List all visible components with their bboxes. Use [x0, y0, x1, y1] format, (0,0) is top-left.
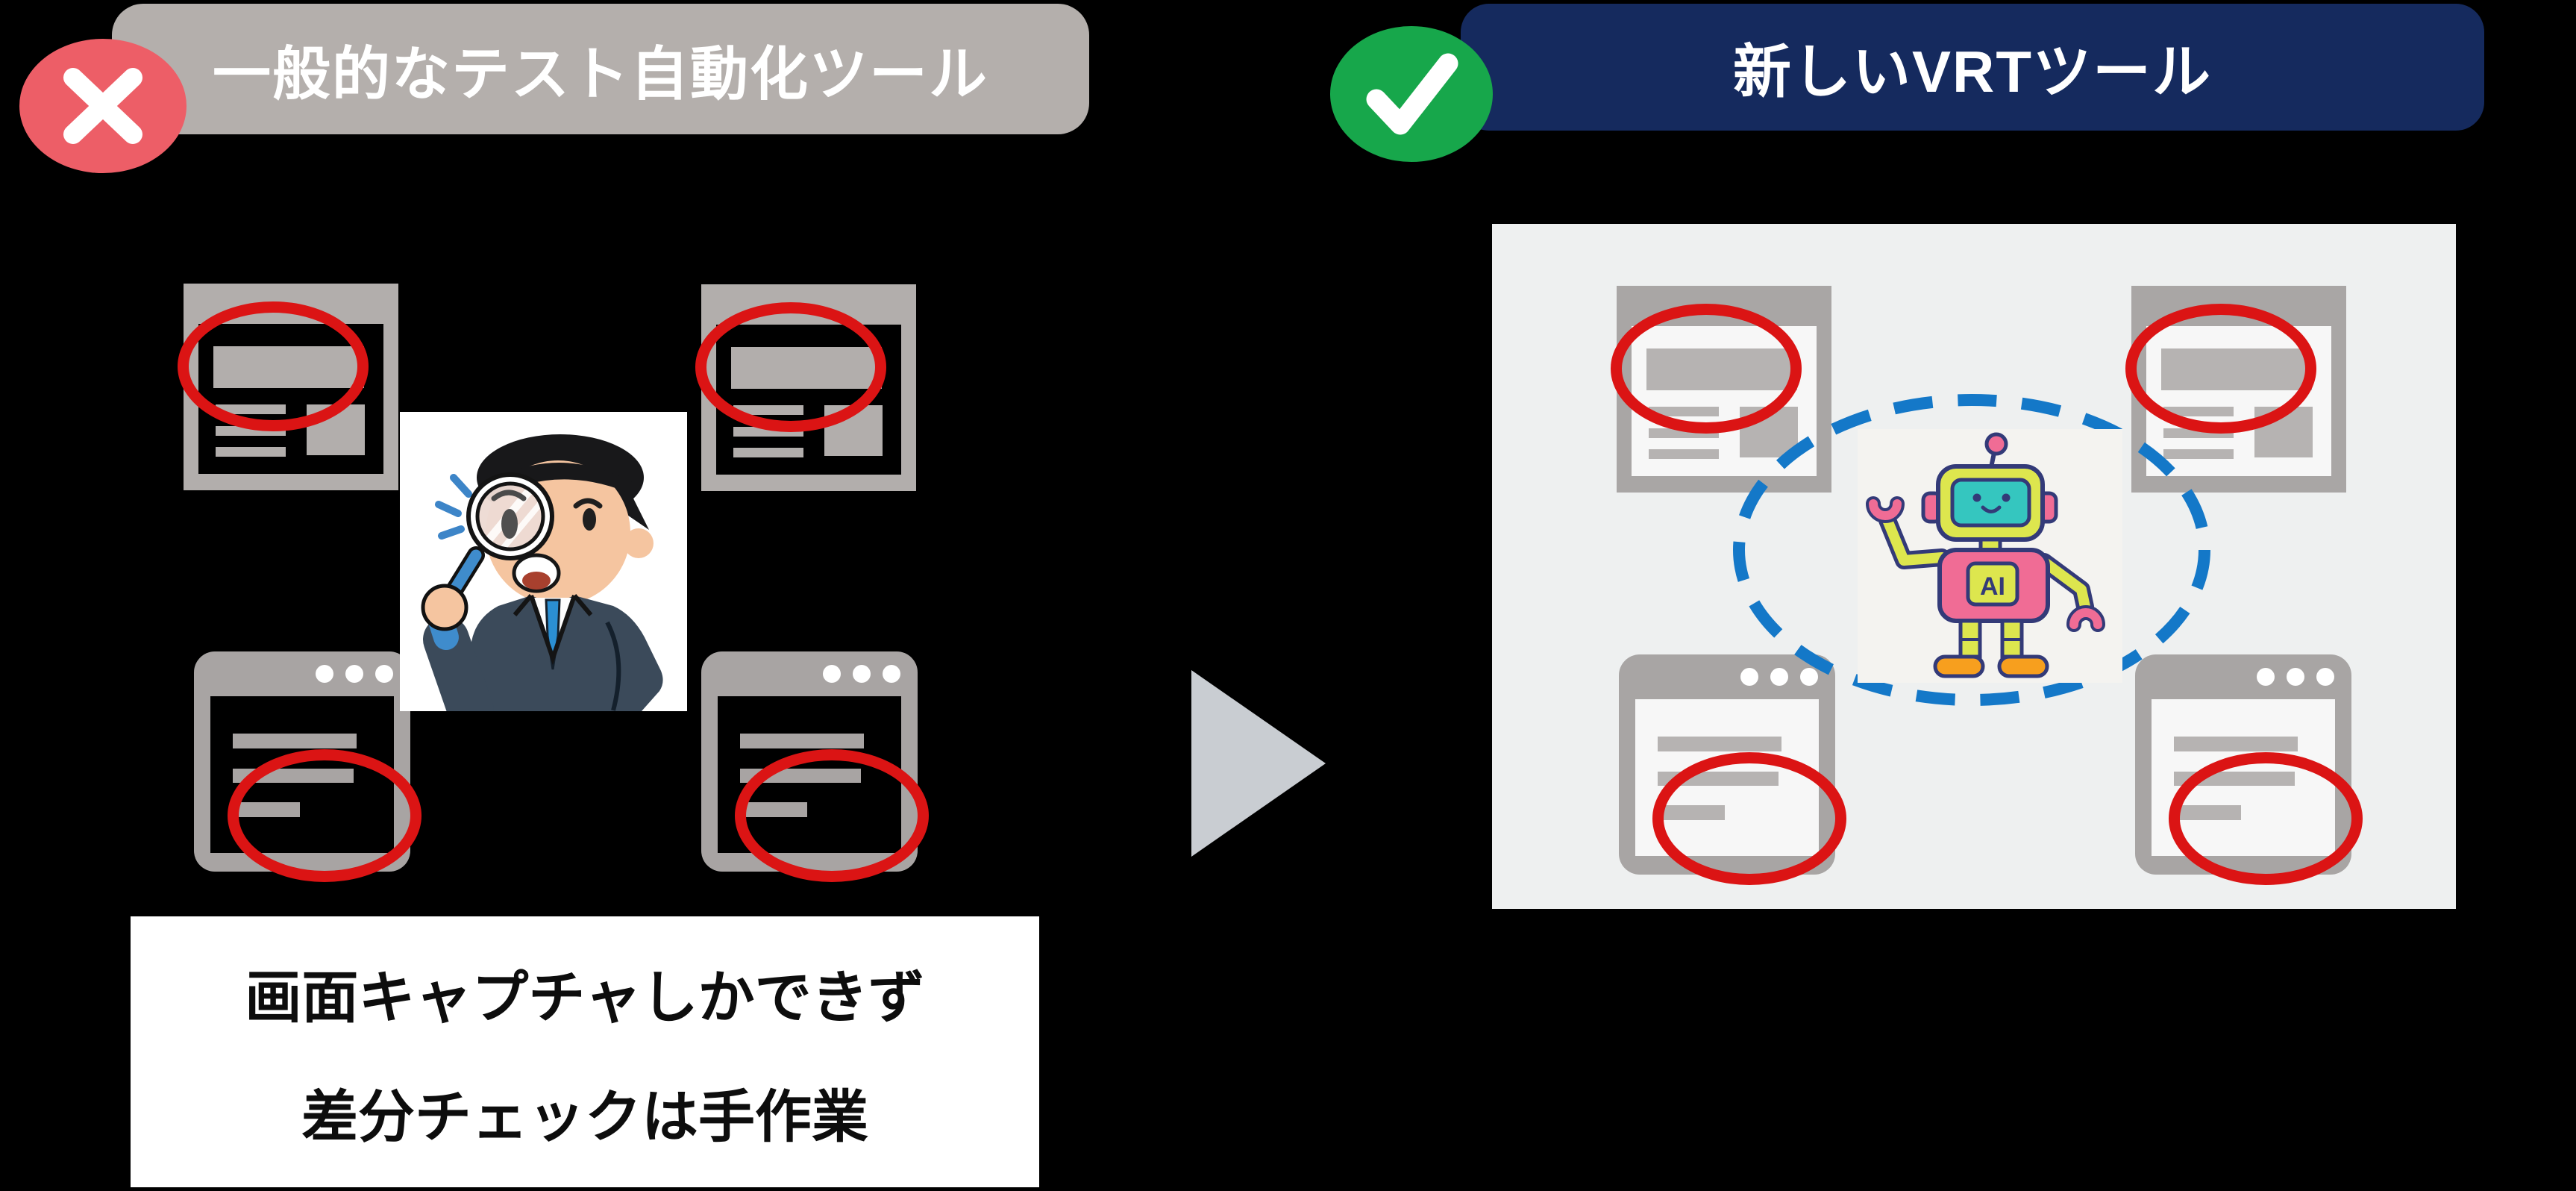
text-line	[233, 734, 357, 748]
document-thumbnail	[2125, 286, 2346, 493]
left-section-header: 一般的なテスト自動化ツール	[112, 4, 1089, 134]
window-dot	[883, 665, 900, 683]
check-icon	[1366, 53, 1458, 135]
document-thumbnail	[695, 284, 916, 491]
caption-line-2: 差分チェックは手作業	[301, 1085, 868, 1149]
window-dot	[2287, 668, 2304, 686]
text-line	[740, 734, 864, 748]
transition-arrow	[1191, 670, 1326, 857]
ai-robot-illustration: AI	[1858, 429, 2122, 683]
right-section-title: 新しいVRTツール	[1732, 39, 2212, 104]
diff-highlight-ring	[735, 749, 929, 882]
ai-label: AI	[1980, 572, 2005, 601]
text-line	[2174, 737, 2298, 751]
ai-robot-icon: AI	[1866, 432, 2105, 678]
caption-line-1: 画面キャプチャしかできず	[245, 966, 925, 1030]
diff-highlight-ring	[2169, 752, 2363, 885]
ai-scope-dashed-ellipse	[1733, 394, 2210, 706]
window-dot	[1740, 668, 1758, 686]
manual-checker-illustration	[400, 412, 687, 734]
window-dot	[823, 665, 841, 683]
right-section-header: 新しいVRTツール	[1461, 4, 2484, 131]
text-line	[1649, 449, 1719, 459]
window-dot	[853, 665, 871, 683]
text-line	[733, 448, 803, 457]
document-thumbnail	[178, 284, 398, 490]
left-section-title: 一般的なテスト自動化ツール	[212, 40, 988, 107]
diff-highlight-ring	[178, 301, 369, 431]
browser-window-thumbnail	[701, 651, 929, 882]
text-line	[216, 447, 286, 457]
window-dot	[1770, 668, 1788, 686]
window-dot	[1800, 668, 1818, 686]
magnifier-man-icon	[421, 434, 663, 734]
window-dot	[316, 665, 333, 683]
diff-highlight-ring	[1652, 752, 1846, 885]
text-line	[1658, 737, 1781, 751]
window-dot	[345, 665, 363, 683]
browser-window-thumbnail	[194, 651, 422, 882]
cross-badge	[19, 39, 187, 173]
text-line	[2163, 449, 2234, 459]
diff-highlight-ring	[695, 302, 886, 432]
diff-highlight-ring	[228, 749, 422, 882]
x-icon	[63, 68, 142, 144]
check-badge	[1330, 26, 1493, 162]
browser-window-thumbnail	[2135, 654, 2363, 885]
window-dot	[2257, 668, 2275, 686]
window-dot	[2316, 668, 2334, 686]
left-caption-box: 画面キャプチャしかできず 差分チェックは手作業	[131, 916, 1039, 1187]
window-dot	[375, 665, 393, 683]
